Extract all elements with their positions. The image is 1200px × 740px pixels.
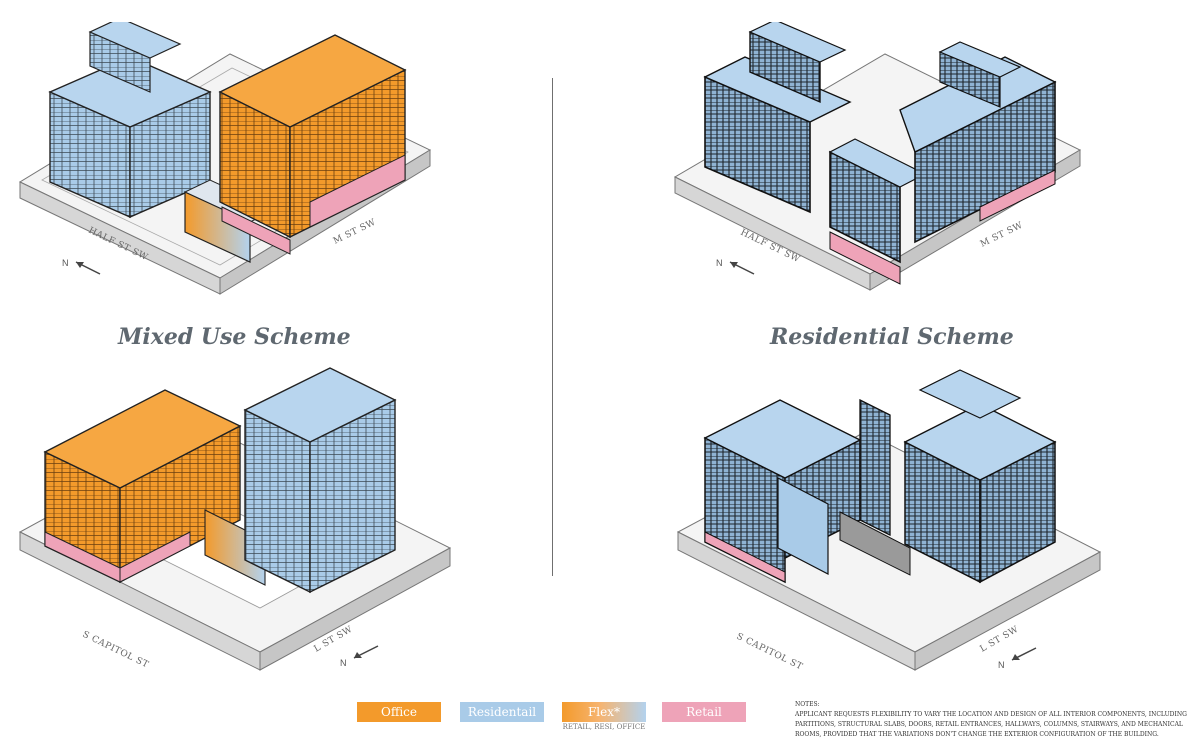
street-label-m-st: M ST SW xyxy=(979,220,1025,249)
north-arrow: N xyxy=(716,258,755,275)
legend-residential: Residentail xyxy=(460,702,544,722)
mixed-use-view-1: HALF ST SW M ST SW N xyxy=(10,22,570,342)
mixed-use-scheme-title: Mixed Use Scheme xyxy=(118,324,351,350)
north-label: N xyxy=(998,660,1005,670)
residential-center-bay xyxy=(828,138,927,285)
residential-tower xyxy=(48,22,212,219)
north-label: N xyxy=(340,658,347,668)
legend-office: Office xyxy=(357,702,441,722)
scheme-divider xyxy=(552,78,553,576)
residential-right-wing xyxy=(903,369,1057,584)
north-arrow: N xyxy=(340,645,379,668)
office-tower xyxy=(218,34,407,255)
north-label: N xyxy=(716,258,723,268)
residential-view-2: S CAPITOL ST L ST SW N xyxy=(660,360,1200,680)
north-arrow: N xyxy=(998,647,1037,670)
residential-scheme-title: Residential Scheme xyxy=(770,324,1014,350)
north-arrow: N xyxy=(62,258,101,275)
notes-text: APPLICANT REQUESTS FLEXIBILITY TO VARY T… xyxy=(795,711,1187,738)
residential-tower xyxy=(243,367,397,594)
legend-flex-subtitle: RETAIL, RESI, OFFICE xyxy=(562,723,646,731)
mixed-use-view-2: S CAPITOL ST L ST SW N xyxy=(10,360,570,680)
legend-flex: Flex* xyxy=(562,702,646,722)
residential-right-wing xyxy=(899,41,1057,244)
residential-view-1: HALF ST SW M ST SW N xyxy=(660,22,1200,342)
street-label-s-capitol: S CAPITOL ST xyxy=(81,630,150,671)
residential-center-spine xyxy=(839,398,911,576)
office-tower xyxy=(43,389,242,584)
notes-heading: NOTES: xyxy=(795,701,820,708)
notes-block: NOTES: APPLICANT REQUESTS FLEXIBILITY TO… xyxy=(795,700,1195,740)
residential-left-wing xyxy=(703,22,852,214)
legend-retail: Retail xyxy=(662,702,746,722)
north-label: N xyxy=(62,258,69,268)
street-label-s-capitol: S CAPITOL ST xyxy=(735,632,804,673)
